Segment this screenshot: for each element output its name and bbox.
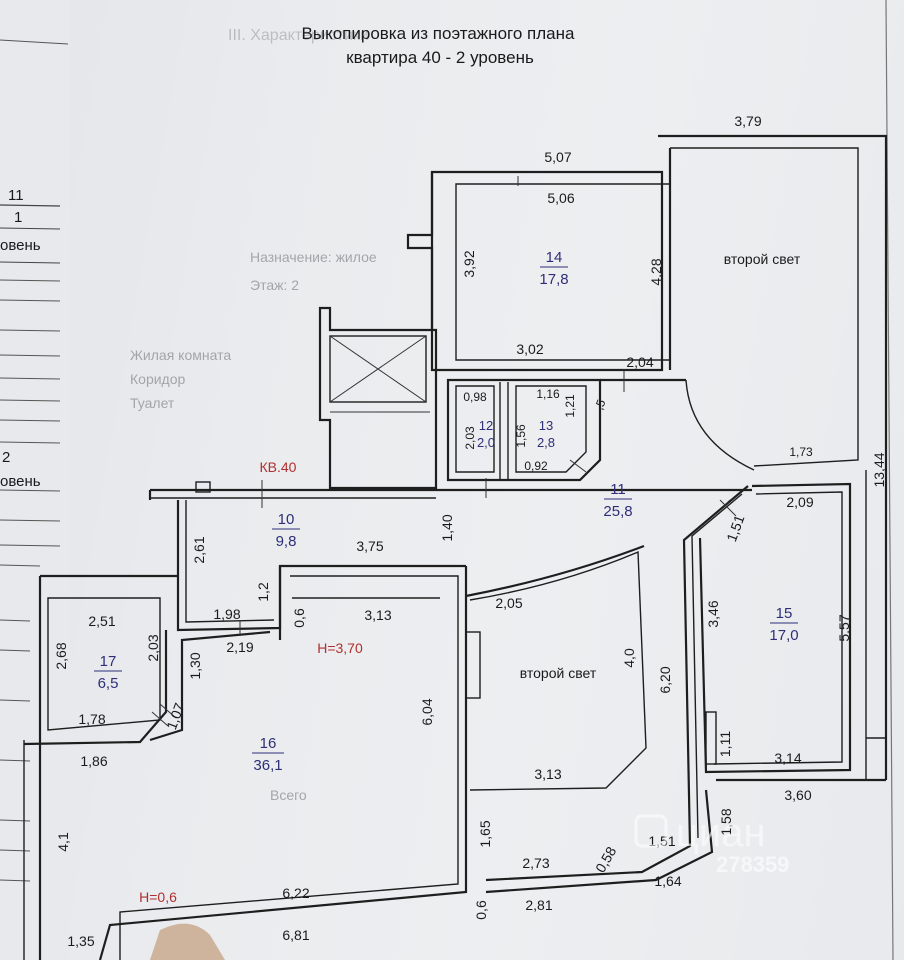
svg-text:6,04: 6,04 [419,698,435,725]
height-label: Н=0,6 [139,889,177,905]
svg-text:1,16: 1,16 [536,387,560,401]
svg-text:5,07: 5,07 [544,149,571,165]
svg-text:1,64: 1,64 [654,873,681,889]
svg-text:1,78: 1,78 [78,711,105,727]
room-number: 13 [539,418,553,433]
room-number: 12 [479,418,493,433]
svg-text:Туалет: Туалет [130,395,175,411]
svg-text:1,73: 1,73 [789,445,813,459]
svg-text:Всего: Всего [270,787,307,803]
svg-text:2,04: 2,04 [626,354,653,370]
svg-text:2,03: 2,03 [145,634,161,661]
svg-text:1,11: 1,11 [717,731,733,757]
svg-text:Этаж: 2: Этаж: 2 [250,277,299,293]
svg-text:1,21: 1,21 [563,394,577,418]
show-through-text: III. Характеристики Назначение: жилое Эт… [130,27,377,803]
room-number: 14 [546,249,563,266]
svg-text:5,57: 5,57 [836,614,852,641]
room-area: 17,8 [539,271,568,288]
svg-text:3,79: 3,79 [734,113,761,129]
svg-text:3,14: 3,14 [774,750,801,766]
svg-text:1,2: 1,2 [255,582,271,602]
svg-text:III. Характеристики: III. Характеристики [228,27,369,44]
svg-text:3,13: 3,13 [534,766,561,782]
svg-text:Жилая комната: Жилая комната [130,347,231,363]
room-number: 17 [100,653,117,670]
svg-text:2,03: 2,03 [463,426,477,450]
sheet-col-label: 1 [14,209,22,226]
svg-text:0,6: 0,6 [473,900,489,920]
svg-text:Назначение: жилое: Назначение: жилое [250,249,377,265]
svg-text:5,06: 5,06 [547,190,574,206]
room-number: 11 [610,481,626,498]
svg-text:3,13: 3,13 [364,607,391,623]
background-sheet: 11 1 овень 2 овень [0,0,70,960]
svg-text:3,60: 3,60 [784,787,811,803]
svg-text:2,05: 2,05 [495,595,522,611]
room-number: 10 [278,511,295,528]
svg-text:2,51: 2,51 [88,613,115,629]
light-well-label: второй свет [724,251,801,267]
room-area: 25,8 [603,503,632,520]
finger-shadow [150,923,225,960]
svg-text:Коридор: Коридор [130,371,186,387]
svg-text:4,0: 4,0 [621,648,637,668]
svg-text:1,58: 1,58 [718,808,734,835]
svg-text:3,75: 3,75 [356,538,383,554]
svg-text:3,92: 3,92 [461,250,477,277]
svg-text:2,61: 2,61 [191,536,207,563]
svg-text:0,98: 0,98 [463,390,487,404]
ceiling-height-label: Н=3,70 [317,640,363,656]
svg-text:2,73: 2,73 [522,855,549,871]
svg-text:13,44: 13,44 [871,452,887,487]
svg-text:3,02: 3,02 [516,341,543,357]
svg-text:1,56: 1,56 [514,424,528,448]
svg-text:3,46: 3,46 [705,600,721,627]
svg-text:1,40: 1,40 [439,514,455,541]
svg-text:1,86: 1,86 [80,753,107,769]
room-area: 2,8 [537,435,555,450]
room-area: 36,1 [253,757,282,774]
svg-text:6,22: 6,22 [282,885,309,901]
room-number: 16 [260,735,277,752]
svg-text:6,20: 6,20 [657,666,673,693]
svg-text:2,09: 2,09 [786,494,813,510]
svg-text:2,19: 2,19 [226,639,253,655]
svg-text:1,98: 1,98 [213,606,240,622]
sheet-edge [885,0,894,960]
room-area: 2,0 [477,435,495,450]
svg-text:4,1: 4,1 [55,832,71,852]
svg-text:1,30: 1,30 [187,652,203,679]
plan-title: Выкопировка из поэтажного плана [302,24,575,43]
room-area: 9,8 [276,533,297,550]
svg-text:1,65: 1,65 [477,820,493,847]
sheet-col-label: овень [0,237,41,254]
sheet-col-label: 2 [2,449,10,466]
plan-subtitle: квартира 40 - 2 уровень [346,48,534,67]
room-number: 15 [776,605,793,622]
watermark: циан 278359 [634,811,789,877]
light-well-label: второй свет [520,665,597,681]
watermark-brand: циан [676,811,766,855]
svg-text:4,28: 4,28 [648,258,664,285]
sheet-col-label: овень [0,473,41,490]
svg-text:0,92: 0,92 [524,459,548,473]
sheet-col-label: 11 [8,187,24,204]
svg-text:2,81: 2,81 [525,897,552,913]
apartment-label: КВ.40 [260,459,297,475]
svg-text:1,35: 1,35 [67,933,94,949]
watermark-code: 278359 [716,852,789,877]
svg-text:0,6: 0,6 [291,608,307,628]
walls [23,134,888,960]
room-labels: 14 17,8 12 2,0 13 2,8 11 25,8 10 9,8 15 … [94,249,801,905]
svg-text:,5: ,5 [592,397,609,411]
room-area: 6,5 [98,675,119,692]
room-area: 17,0 [769,627,798,644]
svg-text:6,81: 6,81 [282,927,309,943]
svg-text:2,68: 2,68 [53,642,69,669]
